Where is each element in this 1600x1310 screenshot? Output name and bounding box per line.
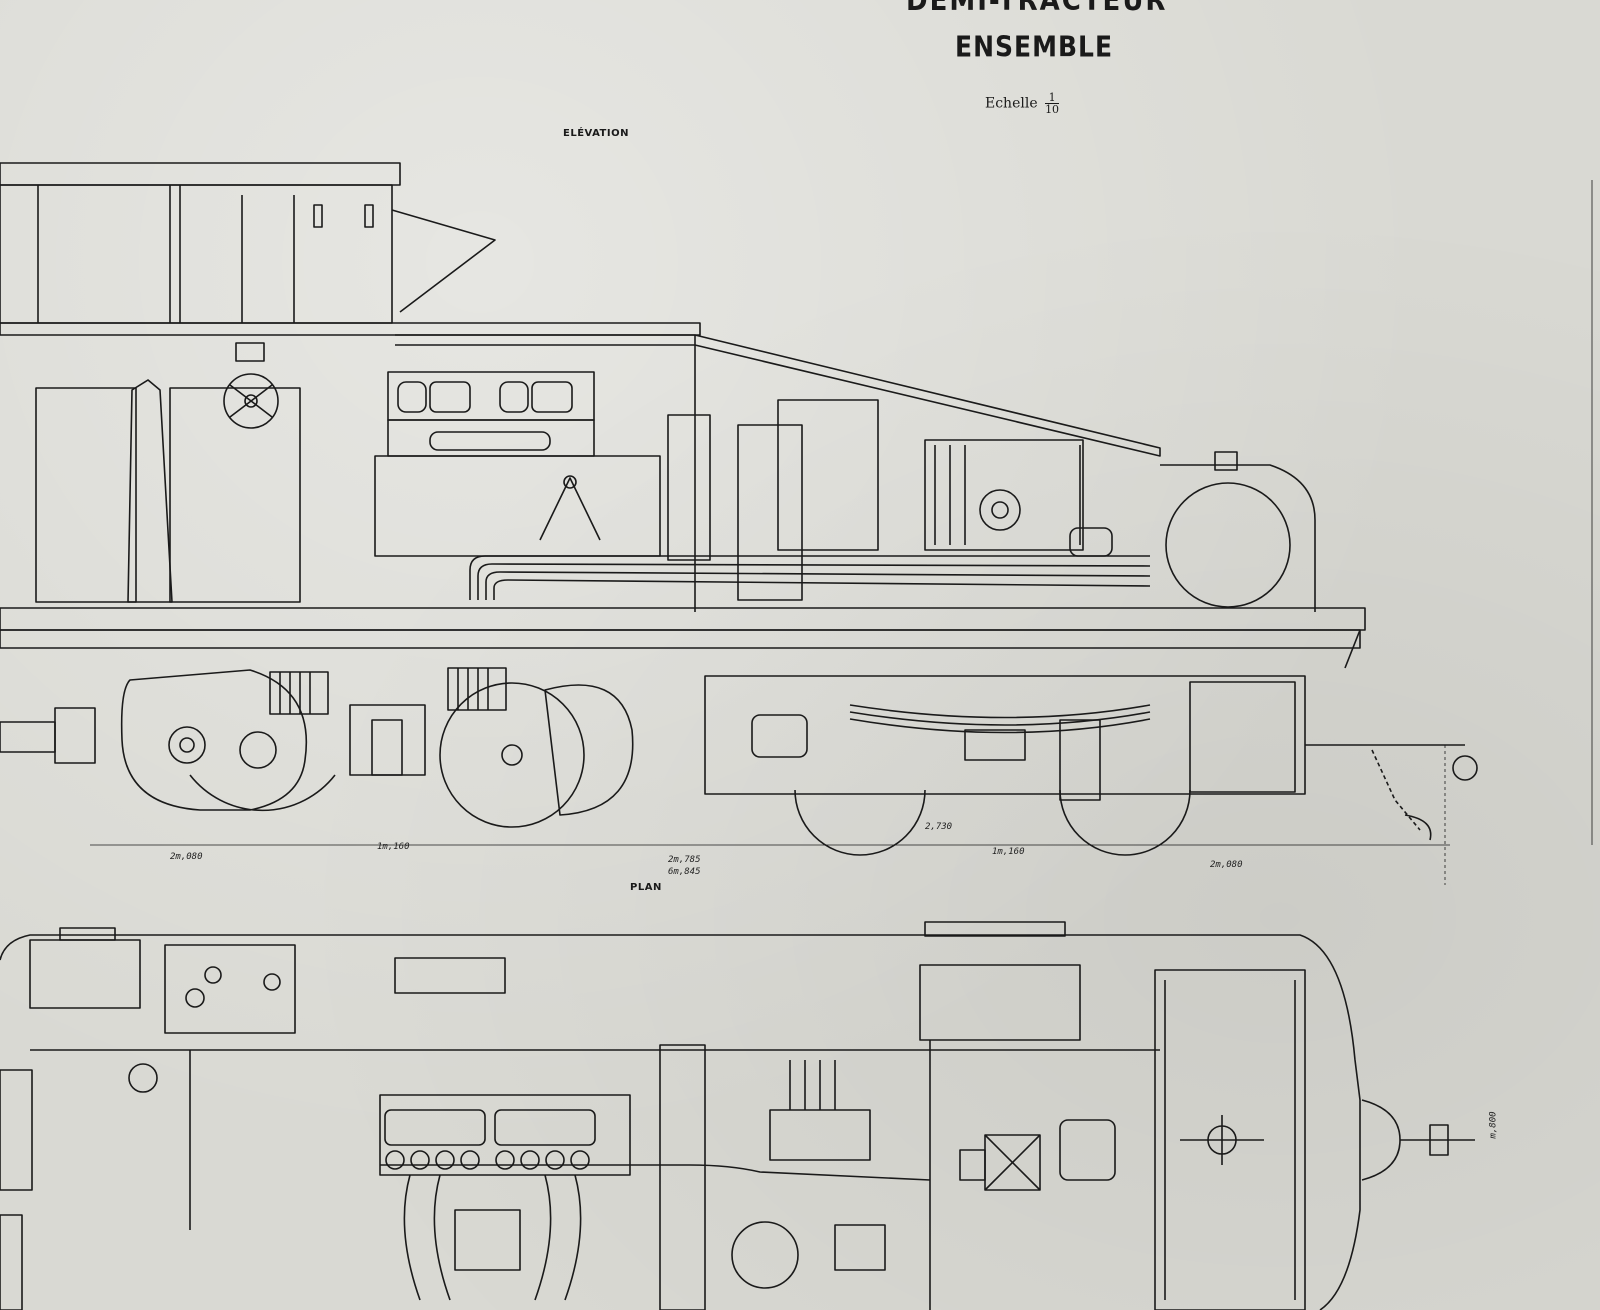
scale-label: Echelle 1 10 bbox=[985, 92, 1060, 116]
drawing-subheading: ENSEMBLE bbox=[955, 29, 1114, 64]
drawing-heading: DEMI-TRACTEUR bbox=[906, 0, 1168, 18]
elevation-drawing bbox=[0, 162, 1593, 885]
dimension-5: 2,730 bbox=[925, 822, 953, 832]
dimension-7: 2m,080 bbox=[1210, 860, 1243, 870]
dimension-3: 2m,785 bbox=[668, 855, 701, 865]
scale-prefix: Echelle bbox=[985, 95, 1038, 112]
scale-denominator: 10 bbox=[1045, 103, 1060, 116]
dimension-4: 6m,845 bbox=[668, 867, 701, 877]
plan-drawing bbox=[0, 921, 1475, 1310]
scale-fraction: 1 10 bbox=[1045, 92, 1060, 116]
elevation-label: ELÉVATION bbox=[563, 128, 629, 139]
dimension-1: 2m,080 bbox=[170, 852, 203, 862]
scale-numerator: 1 bbox=[1045, 92, 1060, 104]
plan-label: PLAN bbox=[630, 882, 662, 893]
dimension-2: 1m,160 bbox=[377, 842, 410, 852]
dimension-6: 1m,160 bbox=[992, 847, 1025, 857]
dimension-8: m,800 bbox=[1488, 1111, 1499, 1139]
